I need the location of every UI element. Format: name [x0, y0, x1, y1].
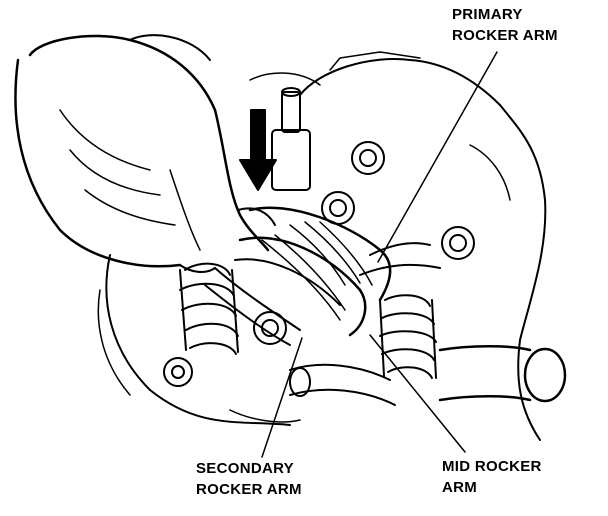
pipe-fitting — [438, 345, 567, 403]
upper-posts — [271, 87, 311, 191]
mid-label-line1: MID ROCKER — [442, 458, 542, 475]
cylinder-head-outline — [97, 51, 547, 441]
bolt-right — [441, 226, 475, 260]
primary-rocker-arm-label: PRIMARY ROCKER ARM — [452, 4, 558, 46]
down-arrow-icon — [239, 109, 277, 191]
secondary-label-line2: ROCKER ARM — [196, 481, 302, 498]
mid-rocker-arm-label: MID ROCKER ARM — [442, 456, 542, 498]
bolt-top — [351, 141, 385, 175]
lower-linkage — [229, 363, 396, 423]
left-valve-spring — [179, 262, 239, 355]
leader-primary — [377, 51, 498, 263]
secondary-label-line1: SECONDARY — [196, 460, 294, 477]
right-valve-spring — [379, 294, 437, 379]
primary-label-line1: PRIMARY — [452, 6, 523, 23]
leader-secondary — [261, 337, 303, 458]
leader-mid — [369, 334, 466, 453]
leader-lines — [261, 51, 498, 458]
bolt-left — [253, 311, 287, 345]
rocker-arm-assembly — [204, 206, 441, 346]
primary-label-line2: ROCKER ARM — [452, 27, 558, 44]
bolt-middle — [321, 191, 355, 225]
bolt-lower-left — [163, 357, 193, 387]
mid-label-line2: ARM — [442, 479, 478, 496]
hand-illustration — [14, 34, 276, 273]
secondary-rocker-arm-label: SECONDARY ROCKER ARM — [196, 458, 302, 500]
